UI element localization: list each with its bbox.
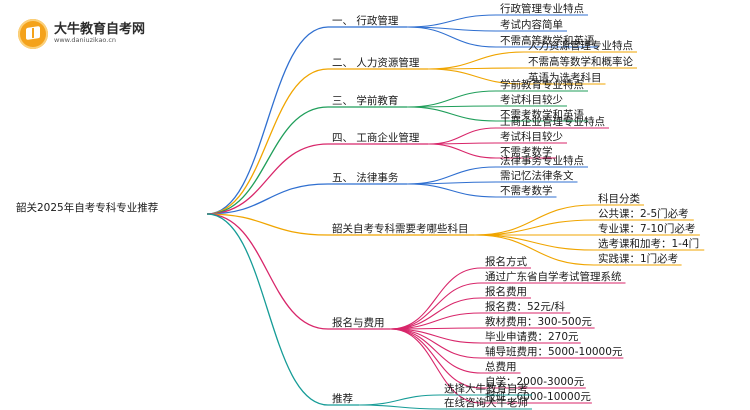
leaf-connector bbox=[428, 127, 497, 145]
leaf-label: 在线咨询大牛老师 bbox=[444, 396, 528, 409]
branch-label: 四、 工商企业管理 bbox=[332, 131, 420, 144]
leaf-label: 报班：6000-10000元 bbox=[485, 390, 591, 403]
leaf-connector bbox=[390, 328, 482, 404]
branch-label: 一、 行政管理 bbox=[332, 14, 399, 27]
leaf-connector bbox=[474, 219, 595, 236]
leaf-connector bbox=[407, 26, 497, 48]
leaf-connector bbox=[407, 106, 497, 122]
leaf-label: 考试科目较少 bbox=[500, 93, 563, 106]
leaf-label: 英语为选考科目 bbox=[528, 71, 602, 84]
leaf-label: 总费用 bbox=[485, 360, 517, 373]
leaf-label: 选择大牛教育自考 bbox=[444, 382, 528, 395]
leaf-label: 不需考数学 bbox=[500, 184, 553, 197]
leaf-label: 学前教育专业特点 bbox=[500, 78, 584, 91]
leaf-label: 自学：2000-3000元 bbox=[485, 375, 585, 388]
leaf-label: 报名方式 bbox=[485, 255, 527, 268]
leaf-connector bbox=[407, 166, 497, 185]
leaf-label: 工商企业管理专业特点 bbox=[500, 115, 605, 128]
branch-label: 报名与费用 bbox=[332, 316, 385, 329]
branch-label: 推荐 bbox=[332, 392, 353, 405]
leaf-label: 不需考数学 bbox=[500, 145, 553, 158]
leaf-label: 不需高等数学和英语 bbox=[500, 34, 595, 47]
branch-label: 二、 人力资源管理 bbox=[332, 56, 420, 69]
leaf-label: 人力资源管理专业特点 bbox=[528, 39, 633, 52]
leaf-label: 考试科目较少 bbox=[500, 130, 563, 143]
branch-connector bbox=[206, 183, 329, 215]
leaf-label: 公共课：2-5门必考 bbox=[598, 207, 689, 220]
branch-connector bbox=[206, 213, 329, 236]
branch-connector bbox=[206, 106, 329, 215]
leaf-connector bbox=[407, 183, 497, 198]
leaf-label: 报名费用 bbox=[485, 285, 527, 298]
brand-logo: 大牛教育自考网 www.daniuzikao.cn bbox=[18, 16, 188, 50]
leaf-connector bbox=[390, 328, 482, 359]
leaf-label: 辅导班费用：5000-10000元 bbox=[485, 345, 623, 358]
leaf-label: 报名费：52元/科 bbox=[485, 300, 565, 313]
leaf-label: 不需高等数学和概率论 bbox=[528, 55, 633, 68]
leaf-label: 实践课：1门必考 bbox=[598, 252, 678, 265]
leaf-connector bbox=[428, 51, 525, 70]
leaf-connector bbox=[390, 297, 482, 330]
branch-connector bbox=[206, 213, 329, 406]
leaf-connector bbox=[407, 90, 497, 108]
branch-connector bbox=[206, 26, 329, 215]
branch-label: 五、 法律事务 bbox=[332, 171, 399, 184]
leaf-connector bbox=[358, 404, 441, 410]
branch-connector bbox=[206, 143, 329, 215]
leaf-connector bbox=[407, 14, 497, 28]
leaf-label: 毕业申请费：270元 bbox=[485, 330, 579, 343]
branch-connector bbox=[206, 68, 329, 215]
leaf-connector bbox=[474, 204, 595, 236]
leaf-label: 行政管理专业特点 bbox=[500, 2, 584, 15]
leaf-label: 法律事务专业特点 bbox=[500, 154, 584, 167]
leaf-label: 需记忆法律条文 bbox=[500, 169, 574, 182]
leaf-label: 教材费用：300-500元 bbox=[485, 315, 592, 328]
leaf-connector bbox=[428, 68, 525, 85]
root-topic: 韶关2025年自考专科专业推荐 bbox=[16, 201, 158, 214]
leaf-label: 通过广东省自学考试管理系统 bbox=[485, 270, 622, 283]
leaf-connector bbox=[428, 143, 497, 159]
leaf-label: 选考课和加考：1-4门 bbox=[598, 237, 699, 250]
brand-name: 大牛教育自考网 bbox=[54, 22, 146, 37]
leaf-label: 考试内容简单 bbox=[500, 18, 563, 31]
branch-connector bbox=[206, 213, 329, 330]
brand-url: www.daniuzikao.cn bbox=[54, 36, 117, 44]
leaf-connector bbox=[474, 234, 595, 266]
leaf-connector bbox=[390, 267, 482, 330]
leaf-connector bbox=[474, 234, 595, 251]
leaf-label: 专业课：7-10门必考 bbox=[598, 222, 695, 235]
leaf-connector bbox=[358, 394, 441, 406]
leaf-label: 科目分类 bbox=[598, 192, 640, 205]
branch-label: 三、 学前教育 bbox=[332, 94, 398, 107]
branch-label: 韶关自考专科需要考哪些科目 bbox=[332, 222, 469, 235]
book-logo-icon bbox=[18, 19, 48, 49]
leaf-connector bbox=[390, 328, 482, 389]
leaf-label: 不需考数学和英语 bbox=[500, 108, 584, 121]
leaf-connector bbox=[390, 282, 482, 330]
